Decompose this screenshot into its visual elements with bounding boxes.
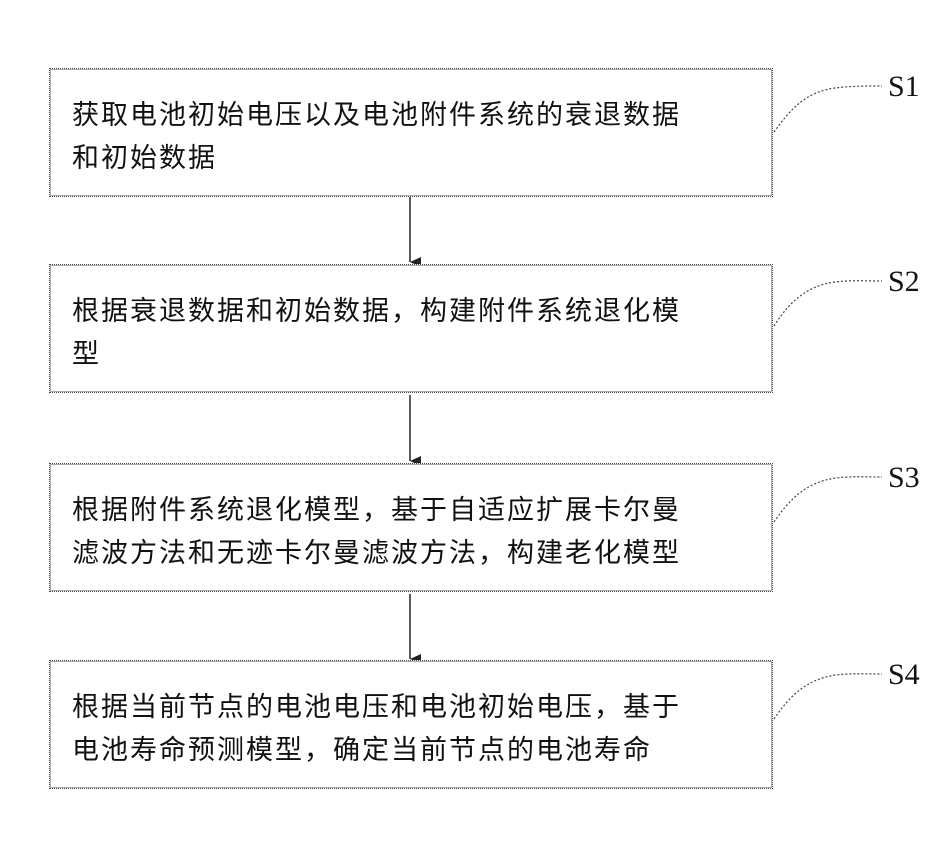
leader-line-s3 bbox=[774, 477, 882, 522]
step-box-s4: 根据当前节点的电池电压和电池初始电压，基于 电池寿命预测模型，确定当前节点的电池… bbox=[49, 660, 773, 789]
step-box-s3: 根据附件系统退化模型，基于自适应扩展卡尔曼 滤波方法和无迹卡尔曼滤波方法，构建老… bbox=[49, 463, 773, 592]
leader-line-s4 bbox=[774, 674, 882, 719]
step-box-s2: 根据衰退数据和初始数据，构建附件系统退化模 型 bbox=[49, 264, 773, 393]
leader-line-s1 bbox=[774, 86, 882, 132]
step-text-s4: 根据当前节点的电池电压和电池初始电压，基于 电池寿命预测模型，确定当前节点的电池… bbox=[72, 686, 762, 772]
step-label-s2: S2 bbox=[888, 267, 920, 297]
step-label-s3: S3 bbox=[888, 463, 920, 493]
step-text-s1: 获取电池初始电压以及电池附件系统的衰退数据 和初始数据 bbox=[72, 94, 762, 180]
step-label-s1: S1 bbox=[888, 72, 920, 102]
step-label-s4: S4 bbox=[888, 660, 920, 690]
step-text-s3: 根据附件系统退化模型，基于自适应扩展卡尔曼 滤波方法和无迹卡尔曼滤波方法，构建老… bbox=[72, 489, 762, 575]
leader-line-s2 bbox=[774, 281, 882, 326]
step-box-s1: 获取电池初始电压以及电池附件系统的衰退数据 和初始数据 bbox=[49, 68, 773, 197]
step-text-s2: 根据衰退数据和初始数据，构建附件系统退化模 型 bbox=[72, 290, 762, 376]
